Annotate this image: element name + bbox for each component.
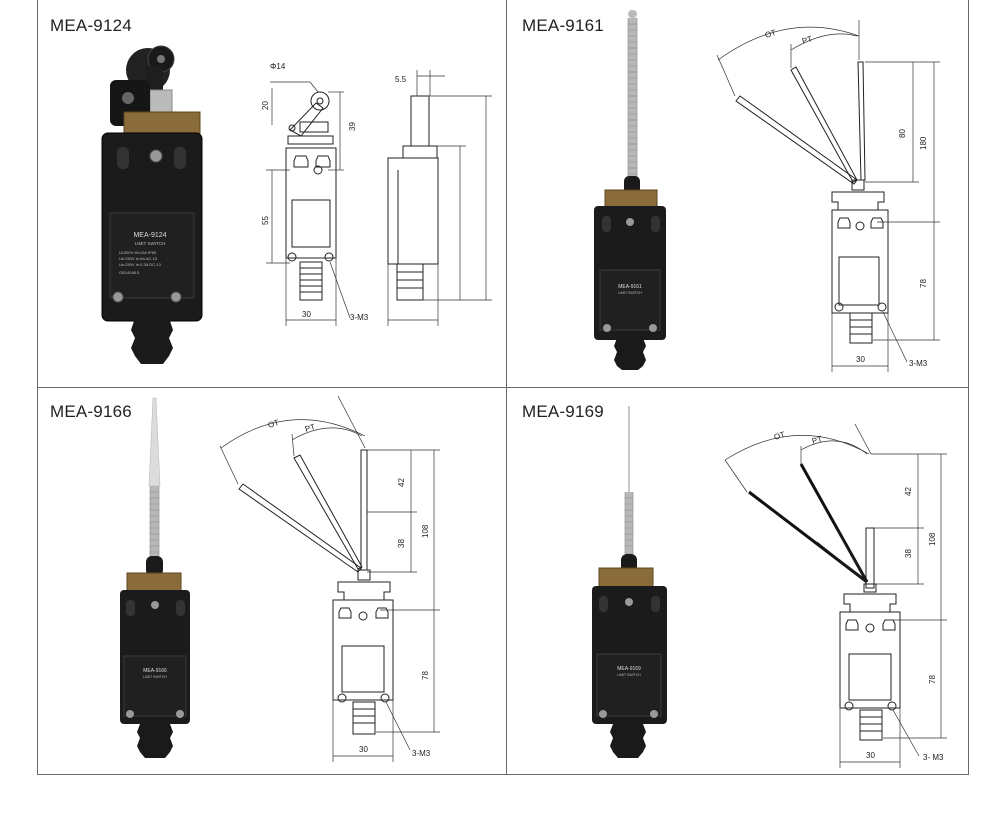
product-title: MEA-9169 <box>522 402 604 421</box>
product-cell-mea-9169: MEA-9169 MEA-9169 LIMIT SWITCH <box>507 388 969 775</box>
product-cell-mea-9161: MEA-9161 MEA-9161 LIMIT SWITCH <box>507 0 969 387</box>
body-spec-2: Ue:250V Ie:6A AC-15 <box>119 256 158 261</box>
product-illustration: MEA-9124 LIMIT SWITCH Ui:300V Ith:10A IP… <box>101 45 492 364</box>
body-spec-3: Ue:250V Ie:0.3A DC-13 <box>119 262 162 267</box>
product-illustration: MEA-9169 LIMIT SWITCH <box>592 406 947 768</box>
product-cell-mea-9124: MEA-9124 MEA-9124 LIMIT SWITCH Ui:300V I… <box>0 0 506 387</box>
dimension-lines <box>724 423 947 768</box>
dim-80: 80 <box>898 129 907 138</box>
dim-78: 78 <box>421 671 430 680</box>
body-sub: LIMIT SWITCH <box>618 291 642 295</box>
dim-108: 108 <box>421 524 430 538</box>
product-illustration: MEA-9166 LIMIT SWITCH <box>120 395 440 762</box>
product-title: MEA-9166 <box>50 402 132 421</box>
dim-pt: PT <box>801 34 814 46</box>
wand-diagram <box>238 449 394 735</box>
dim-thread: 3-M3 <box>412 749 431 758</box>
dimension-lines <box>266 70 492 326</box>
grid-divider-horizontal <box>37 387 969 388</box>
body-sub: LIMIT SWITCH <box>135 241 165 246</box>
dim-ot: OT <box>773 430 786 442</box>
switch-photo: MEA-9124 LIMIT SWITCH Ui:300V Ith:10A IP… <box>101 45 203 364</box>
body-label: MEA-9124 <box>133 232 166 239</box>
front-view-drawing <box>285 91 439 301</box>
wand-diagram <box>735 61 889 344</box>
dim-thread: 3- M3 <box>923 753 944 762</box>
dimension-lines <box>219 395 440 762</box>
dim-20: 20 <box>261 101 270 110</box>
dim-108: 108 <box>928 532 937 546</box>
dim-thread: 3-M3 <box>350 313 369 322</box>
dim-38: 38 <box>904 549 913 558</box>
switch-photo: MEA-9161 LIMIT SWITCH <box>594 10 666 370</box>
dim-30: 30 <box>866 751 875 760</box>
dim-pt: PT <box>811 434 824 446</box>
dim-5-5: 5.5 <box>395 75 407 84</box>
dim-ot: OT <box>764 28 777 40</box>
dim-thread: 3-M3 <box>909 359 928 368</box>
wand-diagram <box>748 463 901 741</box>
body-label: MEA-9169 <box>617 666 641 672</box>
body-label: MEA-9161 <box>618 284 642 290</box>
product-title: MEA-9161 <box>522 16 604 35</box>
dim-30: 30 <box>856 355 865 364</box>
dim-diameter: Φ14 <box>270 62 286 71</box>
dim-42: 42 <box>397 478 406 487</box>
body-std: GB14048.5 <box>119 270 140 275</box>
dim-42: 42 <box>904 487 913 496</box>
product-title: MEA-9124 <box>50 16 132 35</box>
body-sub: LIMIT SWITCH <box>617 673 641 677</box>
dim-ot: OT <box>267 418 280 430</box>
body-label: MEA-9166 <box>143 668 167 674</box>
switch-photo: MEA-9166 LIMIT SWITCH <box>120 397 190 758</box>
product-cell-mea-9166: MEA-9166 MEA-9166 LIMIT SWITCH <box>0 388 506 775</box>
dim-pt: PT <box>304 422 317 434</box>
body-spec-1: Ui:300V Ith:10A IP65 <box>119 250 157 255</box>
dim-30: 30 <box>302 310 311 319</box>
dim-30: 30 <box>359 745 368 754</box>
dim-55: 55 <box>261 216 270 225</box>
product-illustration: MEA-9161 LIMIT SWITCH <box>594 10 940 372</box>
dim-180: 180 <box>919 136 928 150</box>
dim-78: 78 <box>919 279 928 288</box>
switch-photo: MEA-9169 LIMIT SWITCH <box>592 406 667 758</box>
dim-39: 39 <box>348 122 357 131</box>
dim-38: 38 <box>397 539 406 548</box>
dimension-lines <box>716 20 940 372</box>
body-sub: LIMIT SWITCH <box>143 675 167 679</box>
dim-78: 78 <box>928 675 937 684</box>
